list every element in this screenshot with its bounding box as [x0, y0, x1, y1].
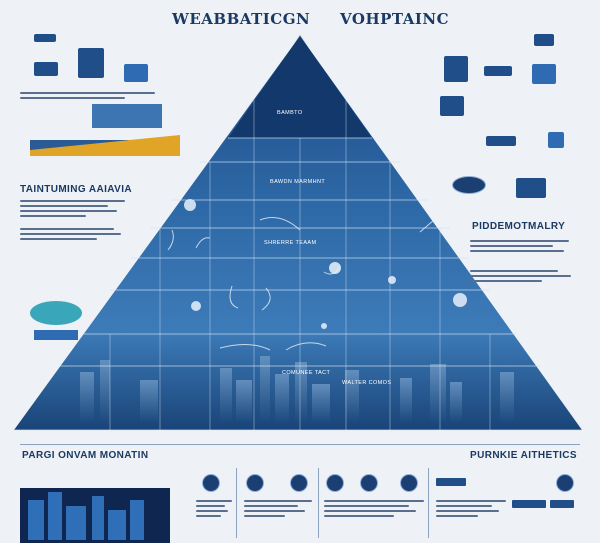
right-icon-3 [516, 178, 546, 198]
right-circle-icon [452, 176, 486, 194]
tier-label-1: BAMBTO [277, 110, 303, 116]
bottom-badge-3 [550, 500, 574, 508]
bottom-vline-2 [318, 468, 319, 538]
globe-icon [532, 64, 556, 84]
right-badge-1 [484, 66, 512, 76]
city-skyline [80, 356, 514, 422]
microscope-icon [444, 56, 468, 82]
bottom-icon-1 [202, 474, 220, 492]
bottom-icon-2 [246, 474, 264, 492]
right-text-block [470, 240, 580, 255]
title-right: VOHPTAINC [340, 10, 450, 28]
shield-icon [534, 34, 554, 46]
right-text-block-2 [470, 270, 580, 285]
person-icon [78, 48, 104, 78]
pyramid-apex [228, 36, 372, 138]
tier-label-3: SHRERRE TEAAM [264, 240, 317, 246]
tier-label-5: WALTER COMOS [342, 380, 392, 386]
title-left: WEABBATICGN [172, 10, 311, 28]
left-text-block-3 [20, 228, 130, 243]
bottom-left-heading: PARGI ONVAM MONATIN [22, 450, 149, 461]
bottom-text-2 [244, 500, 312, 520]
bottom-icon-4 [326, 474, 344, 492]
bottom-vline-1 [236, 468, 237, 538]
building-icon [124, 64, 148, 82]
chart-icon [34, 34, 56, 42]
tower-icon [34, 62, 58, 76]
right-icon-2 [440, 96, 464, 116]
tier-label-2: BAWDN MARMHNT [270, 179, 326, 185]
bottom-vline-3 [428, 468, 429, 538]
bottom-text-4 [436, 500, 506, 520]
bottom-icon-5 [360, 474, 378, 492]
bottom-badge-1 [436, 478, 466, 486]
bottom-badge-2 [512, 500, 546, 508]
left-text-block [20, 92, 170, 102]
leaf-icon [548, 132, 564, 148]
bottom-icon-7 [556, 474, 574, 492]
right-badge-2 [486, 136, 516, 146]
bottom-icon-6 [400, 474, 418, 492]
bottom-text-3 [324, 500, 424, 520]
left-text-block-2 [20, 200, 130, 220]
left-heading: TAINTUMING AAIAVIA [20, 184, 133, 195]
bottom-icon-3 [290, 474, 308, 492]
bottom-divider [20, 444, 580, 445]
tier-label-4: COMUNEE TACT [282, 370, 331, 376]
bottom-right-heading: PURNKIE AITHETICS [470, 450, 577, 461]
right-heading: PIDDEMOTMALRY [472, 221, 566, 232]
bottom-text-1 [196, 500, 232, 520]
